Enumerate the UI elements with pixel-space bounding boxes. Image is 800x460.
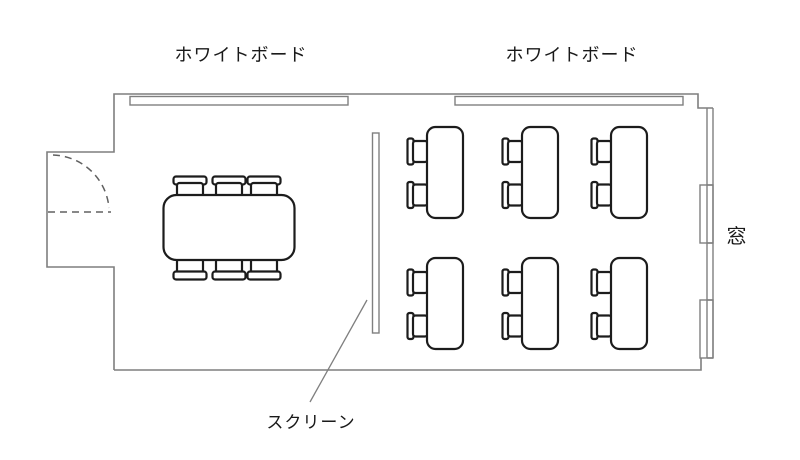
conference-table: [162, 193, 296, 262]
whiteboard-left-label: ホワイトボード: [175, 45, 308, 65]
desk-with-chairs: [501, 125, 560, 220]
projection-screen: [371, 132, 380, 334]
desk-area: [406, 125, 649, 351]
screen-label: スクリーン: [266, 413, 355, 432]
desk-with-chairs: [590, 256, 649, 351]
room-outline: [46, 93, 707, 371]
desk-with-chairs: [501, 256, 560, 351]
screen-leader-line: [309, 299, 368, 403]
table-chair: [211, 257, 247, 281]
whiteboard-left: [129, 95, 349, 106]
whiteboard-right: [454, 95, 684, 106]
desk-with-chairs: [590, 125, 649, 220]
table-chair: [172, 257, 208, 281]
desk-with-chairs: [406, 256, 465, 351]
conference-table-group: [162, 175, 296, 281]
door-swing-arc: [52, 154, 110, 209]
window-track: [706, 107, 714, 359]
window-label: 窓: [727, 225, 748, 248]
whiteboard-right-label: ホワイトボード: [506, 45, 639, 65]
table-chair: [246, 257, 282, 281]
desk-with-chairs: [406, 125, 465, 220]
